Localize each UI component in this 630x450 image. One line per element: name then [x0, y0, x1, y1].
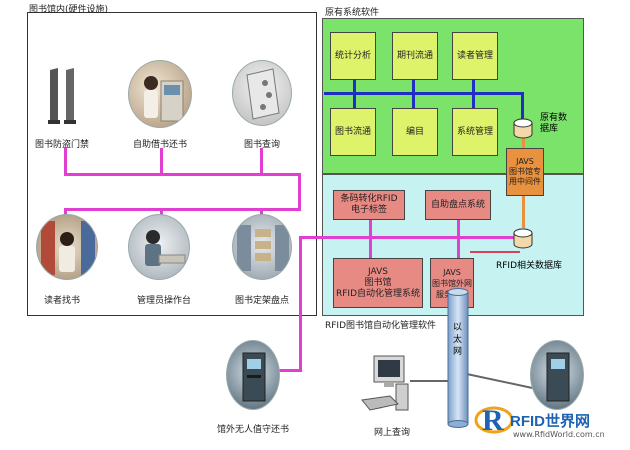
caption-book-query: 图书查询 [243, 140, 281, 150]
admin-console-icon [145, 230, 186, 266]
caption-shelf-inventory: 图书定架盘点 [234, 296, 290, 306]
rfid-db-link [470, 251, 520, 253]
shelf-inventory-image[interactable] [232, 214, 292, 280]
rfid-software-title: RFID图书馆自动化管理软件 [325, 321, 437, 331]
legacy-db-link [521, 92, 524, 120]
legacy-bus-v1 [353, 80, 356, 110]
self-checkout-image[interactable] [128, 60, 192, 128]
legacy-software-title: 原有系统软件 [325, 8, 380, 18]
caption-self-checkout: 自助借书还书 [132, 140, 188, 150]
module-periodicals[interactable]: 期刊流通 [392, 32, 438, 80]
module-statistics[interactable]: 统计分析 [330, 32, 376, 80]
caption-reader-find-book: 读者找书 [43, 296, 81, 306]
javs-middleware[interactable]: JAVS 图书馆专 用中间件 [506, 148, 544, 196]
rfid-mgmt-system-box[interactable]: JAVS 图书馆 RFID自动化管理系统 [333, 258, 423, 308]
security-gate-image[interactable] [28, 62, 94, 128]
rfid-database-label: RFID相关数据库 [496, 261, 563, 271]
middleware-link-top [522, 135, 525, 149]
computer-icon[interactable] [360, 354, 410, 416]
legacy-bus-v3 [472, 80, 475, 110]
svg-text:R: R [482, 404, 504, 437]
watermark-url: www.RfidWorld.com.cn [513, 430, 605, 439]
outside-return-image[interactable] [226, 340, 280, 410]
ethernet-link-pc [410, 380, 456, 382]
library-hardware-frame [27, 12, 317, 316]
caption-online-query: 网上查询 [373, 428, 411, 438]
self-inventory-box[interactable]: 自助盘点系统 [425, 190, 491, 220]
caption-outside-return: 馆外无人值守还书 [216, 425, 290, 435]
ethernet-cylinder [447, 288, 469, 428]
hardware-bus-top [64, 173, 301, 176]
drop-query [260, 148, 263, 176]
watermark-brand: RFID世界网 [510, 413, 590, 430]
link-barcode-down [369, 218, 372, 260]
ethernet-label: 以 太 网 [453, 323, 463, 357]
hardware-bus-right [298, 173, 301, 211]
legacy-bus-v2 [412, 80, 415, 110]
middleware-link-bottom [522, 196, 525, 228]
admin-console-image[interactable] [128, 214, 190, 280]
outside-return-icon [242, 352, 266, 402]
link-inventory-down [457, 210, 460, 260]
outside-return-icon-right [546, 352, 570, 402]
legacy-database-icon [513, 118, 533, 139]
drop-gate [64, 148, 67, 176]
security-gate-icon [48, 68, 76, 124]
reader-find-book-icon [41, 221, 95, 275]
legacy-database-label: 原有数 据库 [540, 113, 568, 134]
drop-selfcheck [160, 148, 163, 176]
module-reader-mgmt[interactable]: 读者管理 [452, 32, 498, 80]
outside-return-image-right[interactable] [530, 340, 584, 410]
self-checkout-icon [144, 76, 184, 122]
module-system-mgmt[interactable]: 系统管理 [452, 108, 498, 156]
link-outside-return-h [276, 369, 302, 372]
ethernet-link-return [461, 372, 533, 389]
legacy-bus [324, 92, 524, 95]
caption-security-gate: 图书防盗门禁 [34, 140, 90, 150]
library-hardware-title: 图书馆内(硬件设施) [29, 5, 109, 15]
link-to-rfid [299, 236, 519, 239]
hardware-bus-bottom [64, 208, 301, 211]
book-query-icon [246, 68, 280, 120]
shelf-inventory-icon [237, 225, 289, 271]
link-outside-return-v [299, 236, 302, 371]
reader-find-book-image[interactable] [36, 214, 98, 280]
caption-admin-console: 管理员操作台 [136, 296, 192, 306]
module-cataloging[interactable]: 编目 [392, 108, 438, 156]
book-query-image[interactable] [232, 60, 292, 126]
rfid-database-icon [513, 228, 533, 249]
rfidworld-logo: R [474, 404, 514, 437]
barcode-to-rfid-box[interactable]: 条码转化RFID 电子标签 [333, 190, 405, 220]
module-circulation[interactable]: 图书流通 [330, 108, 376, 156]
